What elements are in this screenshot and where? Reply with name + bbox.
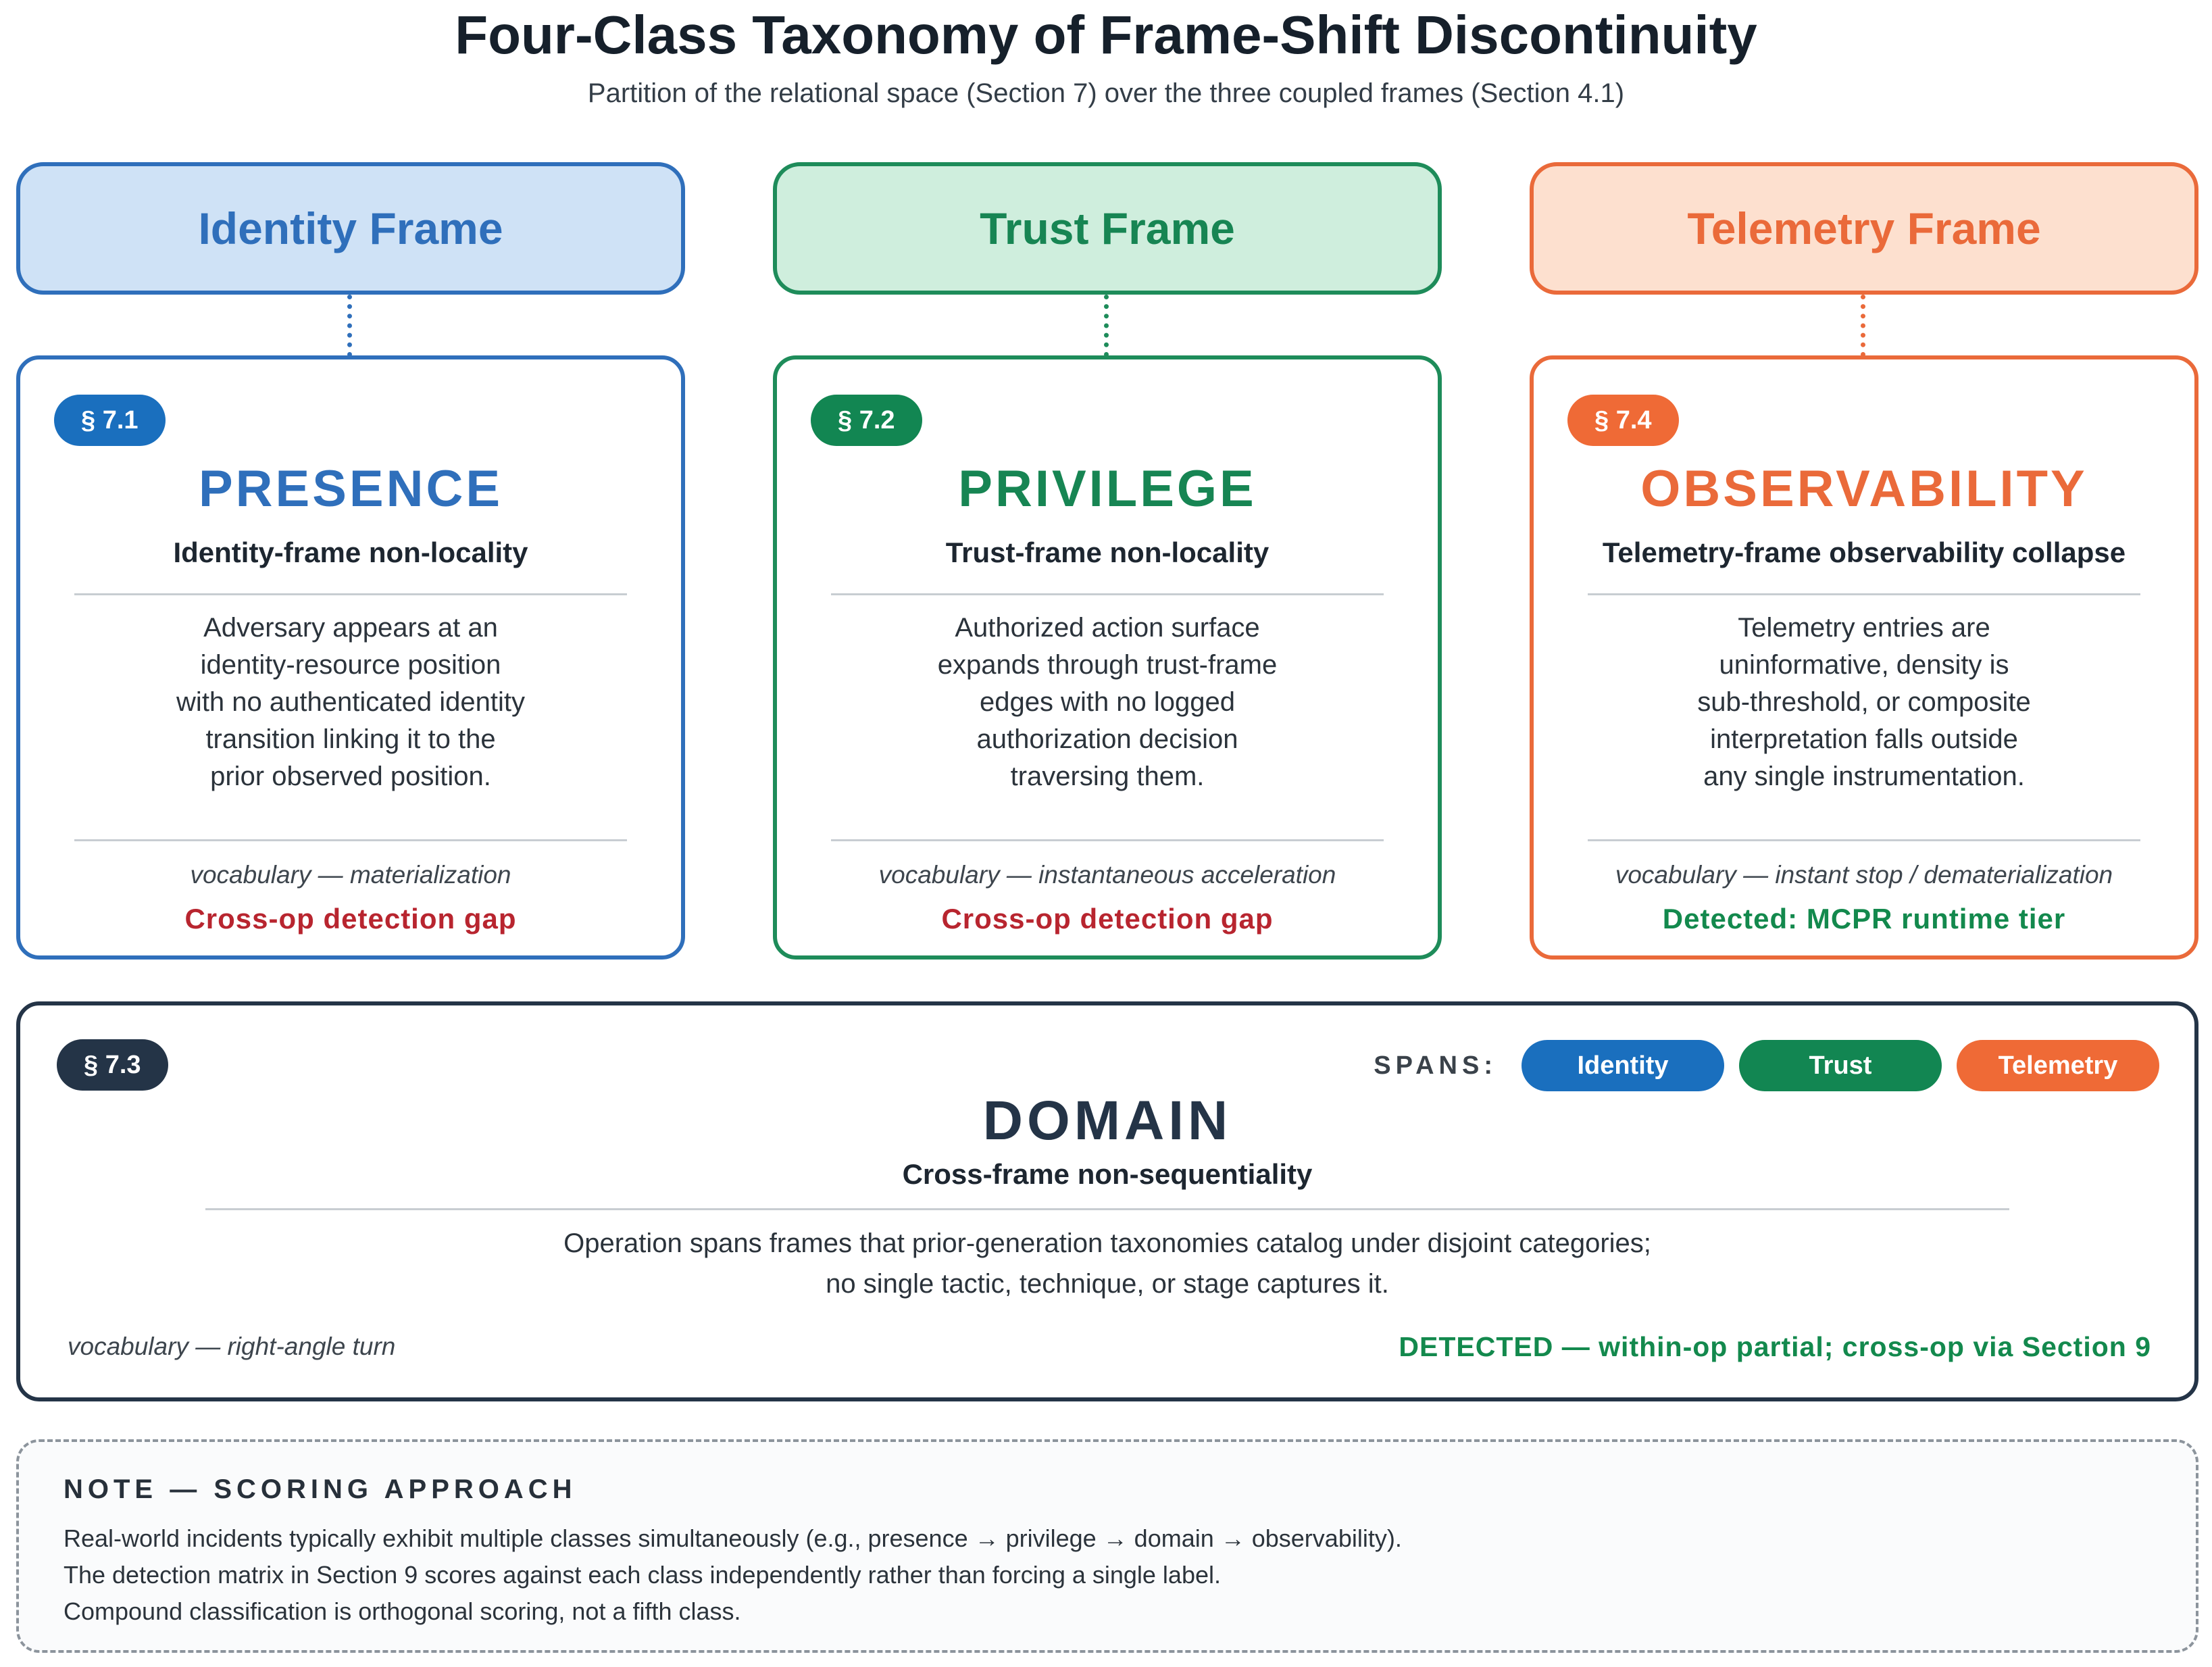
identity-frame-label: Identity Frame <box>198 203 503 253</box>
description-line: transition linking it to the <box>205 724 496 754</box>
span-pill-trust: Trust <box>1739 1040 1942 1091</box>
observability-card: § 7.4 OBSERVABILITY Telemetry-frame obse… <box>1530 355 2198 960</box>
divider <box>831 593 1384 595</box>
identity-frame-header: Identity Frame <box>16 162 685 295</box>
section-badge: § 7.1 <box>54 395 166 446</box>
description-line: Telemetry entries are <box>1738 613 1990 643</box>
vocabulary-text: vocabulary — instantaneous acceleration <box>878 861 1336 889</box>
privilege-card: § 7.2 PRIVILEGE Trust-frame non-locality… <box>773 355 1442 960</box>
note-title: NOTE — SCORING APPROACH <box>64 1474 577 1504</box>
description-line: with no authenticated identity <box>176 687 525 717</box>
class-subtitle: Identity-frame non-locality <box>173 537 528 568</box>
domain-card: § 7.3 SPANS: Identity Trust Telemetry DO… <box>16 1001 2198 1401</box>
class-subtitle: Telemetry-frame observability collapse <box>1602 537 2126 568</box>
description-line: Authorized action surface <box>955 613 1260 643</box>
divider <box>1588 839 2140 841</box>
description-line: traversing them. <box>1010 762 1205 791</box>
class-name: PRIVILEGE <box>958 460 1257 518</box>
telemetry-connector <box>1861 295 1865 357</box>
section-badge: § 7.4 <box>1567 395 1679 446</box>
span-pill-telemetry: Telemetry <box>1957 1040 2159 1091</box>
detection-status: Detected: MCPR runtime tier <box>1662 903 2066 935</box>
class-name: OBSERVABILITY <box>1640 460 2088 518</box>
presence-card: § 7.1 PRESENCE Identity-frame non-locali… <box>16 355 685 960</box>
section-badge: § 7.3 <box>57 1039 168 1091</box>
description-line: prior observed position. <box>210 762 491 791</box>
scoring-note: NOTE — SCORING APPROACH Real-world incid… <box>16 1439 2198 1653</box>
class-subtitle: Cross-frame non-sequentiality <box>902 1158 1313 1190</box>
description-line: edges with no logged <box>979 687 1236 717</box>
trust-frame-label: Trust Frame <box>980 203 1235 253</box>
note-line: Compound classification is orthogonal sc… <box>64 1597 741 1625</box>
divider <box>1588 593 2140 595</box>
description-line: authorization decision <box>976 724 1238 754</box>
description-line: Adversary appears at an <box>203 613 498 643</box>
page-subtitle: Partition of the relational space (Secti… <box>587 78 1625 108</box>
description-line: Operation spans frames that prior-genera… <box>563 1228 1651 1258</box>
class-description: Adversary appears at an identity-resourc… <box>61 609 640 795</box>
class-description: Operation spans frames that prior-genera… <box>20 1223 2194 1304</box>
telemetry-frame-label: Telemetry Frame <box>1687 203 2041 253</box>
detection-status: Cross-op detection gap <box>184 903 517 935</box>
page-title: Four-Class Taxonomy of Frame-Shift Disco… <box>455 5 1757 65</box>
detection-status: Cross-op detection gap <box>941 903 1274 935</box>
description-line: identity-resource position <box>200 650 501 680</box>
description-line: expands through trust-frame <box>937 650 1278 680</box>
telemetry-frame-header: Telemetry Frame <box>1530 162 2198 295</box>
divider <box>205 1208 2009 1210</box>
divider <box>74 839 627 841</box>
class-description: Telemetry entries are uninformative, den… <box>1574 609 2154 795</box>
class-name: PRESENCE <box>198 460 503 518</box>
span-pill-identity: Identity <box>1522 1040 1724 1091</box>
class-name: DOMAIN <box>982 1090 1232 1151</box>
vocabulary-text: vocabulary — instant stop / dematerializ… <box>1615 861 2113 889</box>
identity-connector <box>347 295 352 357</box>
note-line: Real-world incidents typically exhibit m… <box>64 1524 1402 1552</box>
description-line: uninformative, density is <box>1719 650 2009 680</box>
detection-status: DETECTED — within-op partial; cross-op v… <box>1399 1331 2151 1362</box>
description-line: no single tactic, technique, or stage ca… <box>826 1269 1389 1299</box>
note-line: The detection matrix in Section 9 scores… <box>64 1561 1221 1589</box>
spans-label: SPANS: <box>1374 1051 1497 1080</box>
divider <box>831 839 1384 841</box>
divider <box>74 593 627 595</box>
description-line: sub-threshold, or composite <box>1697 687 2031 717</box>
description-line: interpretation falls outside <box>1710 724 2018 754</box>
vocabulary-text: vocabulary — right-angle turn <box>68 1333 396 1360</box>
spans-group: SPANS: Identity Trust Telemetry <box>1374 1039 2159 1092</box>
class-subtitle: Trust-frame non-locality <box>945 537 1270 568</box>
trust-frame-header: Trust Frame <box>773 162 1442 295</box>
section-badge: § 7.2 <box>811 395 922 446</box>
description-line: any single instrumentation. <box>1703 762 2025 791</box>
trust-connector <box>1104 295 1109 357</box>
class-description: Authorized action surface expands throug… <box>818 609 1397 795</box>
vocabulary-text: vocabulary — materialization <box>190 861 511 889</box>
